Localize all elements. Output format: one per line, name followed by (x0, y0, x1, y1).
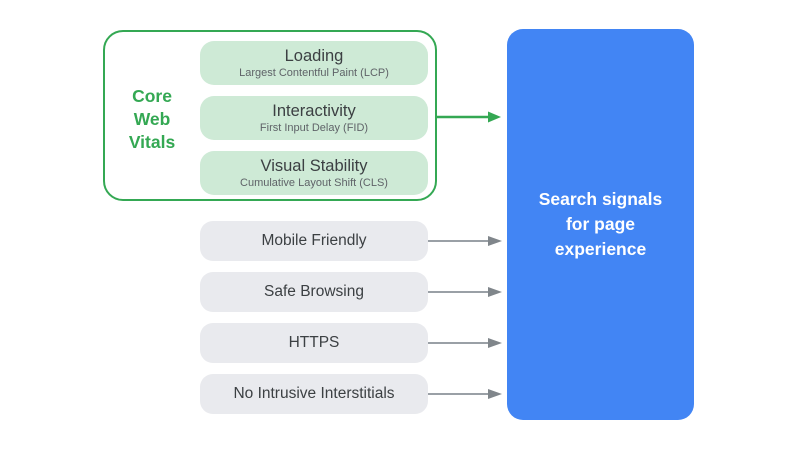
green-arrow-core-web-vitals (437, 111, 501, 123)
pill-visual-stability-subtitle: Cumulative Layout Shift (CLS) (240, 177, 388, 189)
pill-no-intrusive-interstitials: No Intrusive Interstitials (200, 374, 428, 414)
pill-https: HTTPS (200, 323, 428, 363)
pill-interactivity-title: Interactivity (272, 102, 356, 120)
pill-loading-title: Loading (284, 47, 344, 65)
core-web-vitals-group-box (103, 30, 437, 201)
pill-loading-subtitle: Largest Contentful Paint (LCP) (239, 67, 389, 79)
pill-mobile-friendly: Mobile Friendly (200, 221, 428, 261)
gray-arrow-no-intrusive-interstitials (428, 389, 502, 399)
pill-mobile-friendly-label: Mobile Friendly (261, 232, 367, 249)
pill-interactivity-subtitle: First Input Delay (FID) (259, 122, 369, 134)
search-signals-label: Search signals for page experience (538, 189, 663, 259)
pill-https-label: HTTPS (288, 334, 340, 351)
pill-no-intrusive-interstitials-label: No Intrusive Interstitials (233, 385, 395, 402)
gray-arrow-mobile-friendly (428, 236, 502, 246)
core-web-vitals-label: Core Web Vitals (128, 86, 176, 152)
gray-arrow-safe-browsing (428, 287, 502, 297)
pill-visual-stability: Visual Stability Cumulative Layout Shift… (200, 151, 428, 195)
pill-visual-stability-title: Visual Stability (260, 157, 368, 175)
gray-arrow-https (428, 338, 502, 348)
pill-interactivity: Interactivity First Input Delay (FID) (200, 96, 428, 140)
search-signals-box: Search signals for page experience (507, 29, 694, 420)
pill-safe-browsing-label: Safe Browsing (264, 283, 364, 300)
pill-loading: Loading Largest Contentful Paint (LCP) (200, 41, 428, 85)
pill-safe-browsing: Safe Browsing (200, 272, 428, 312)
